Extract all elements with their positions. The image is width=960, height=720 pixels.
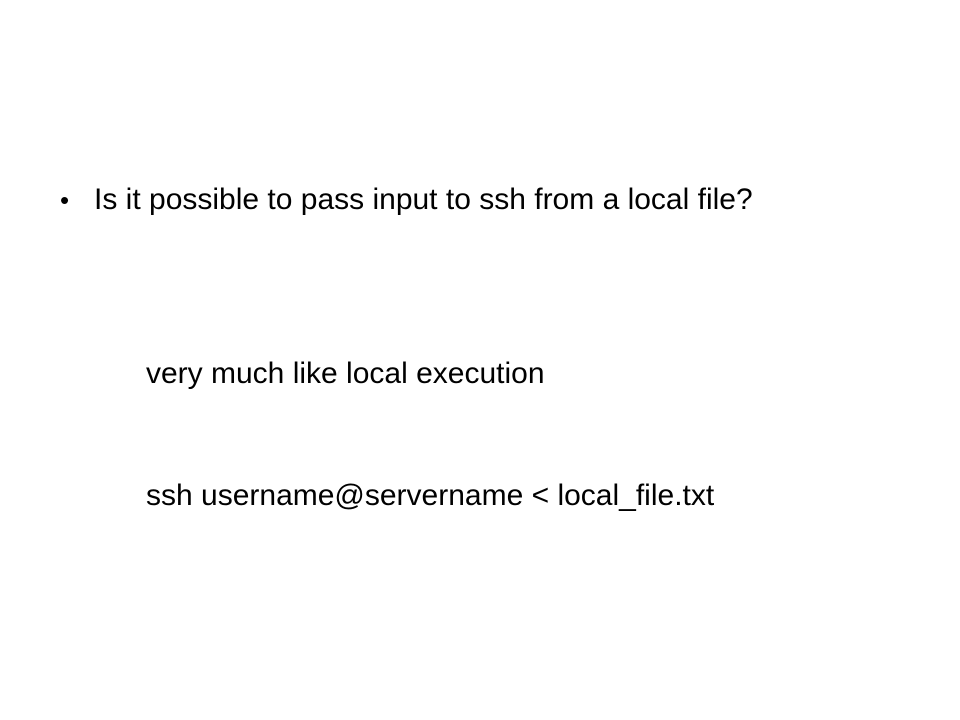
command-line: ssh username@servername < local_file.txt (146, 479, 715, 512)
bullet-item: • Is it possible to pass input to ssh fr… (60, 178, 880, 222)
bullet-dot-icon: • (60, 185, 70, 215)
explanation-line: very much like local execution (146, 357, 545, 390)
bullet-text: Is it possible to pass input to ssh from… (94, 183, 753, 216)
